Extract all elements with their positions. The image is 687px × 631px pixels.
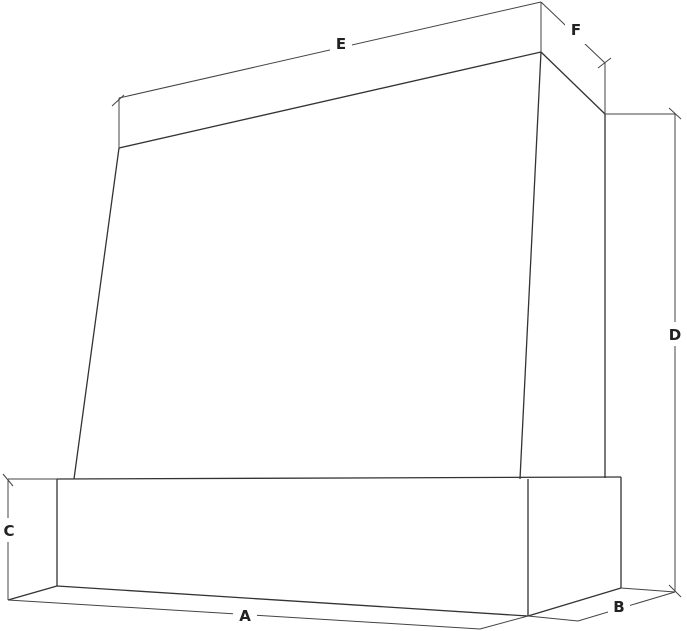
hood-outline xyxy=(7,51,622,617)
svg-text:B: B xyxy=(613,598,624,616)
svg-text:C: C xyxy=(3,522,14,540)
svg-text:E: E xyxy=(336,35,346,53)
svg-text:D: D xyxy=(669,326,681,344)
dimension-label-f: F xyxy=(565,18,587,44)
dimension-label-b: B xyxy=(608,595,630,619)
dimension-label-c: C xyxy=(0,518,20,542)
dimension-label-e: E xyxy=(330,32,352,54)
dimension-label-a: A xyxy=(233,604,257,628)
svg-text:A: A xyxy=(239,607,251,625)
dimension-label-d: D xyxy=(664,322,686,346)
svg-text:F: F xyxy=(571,21,581,39)
